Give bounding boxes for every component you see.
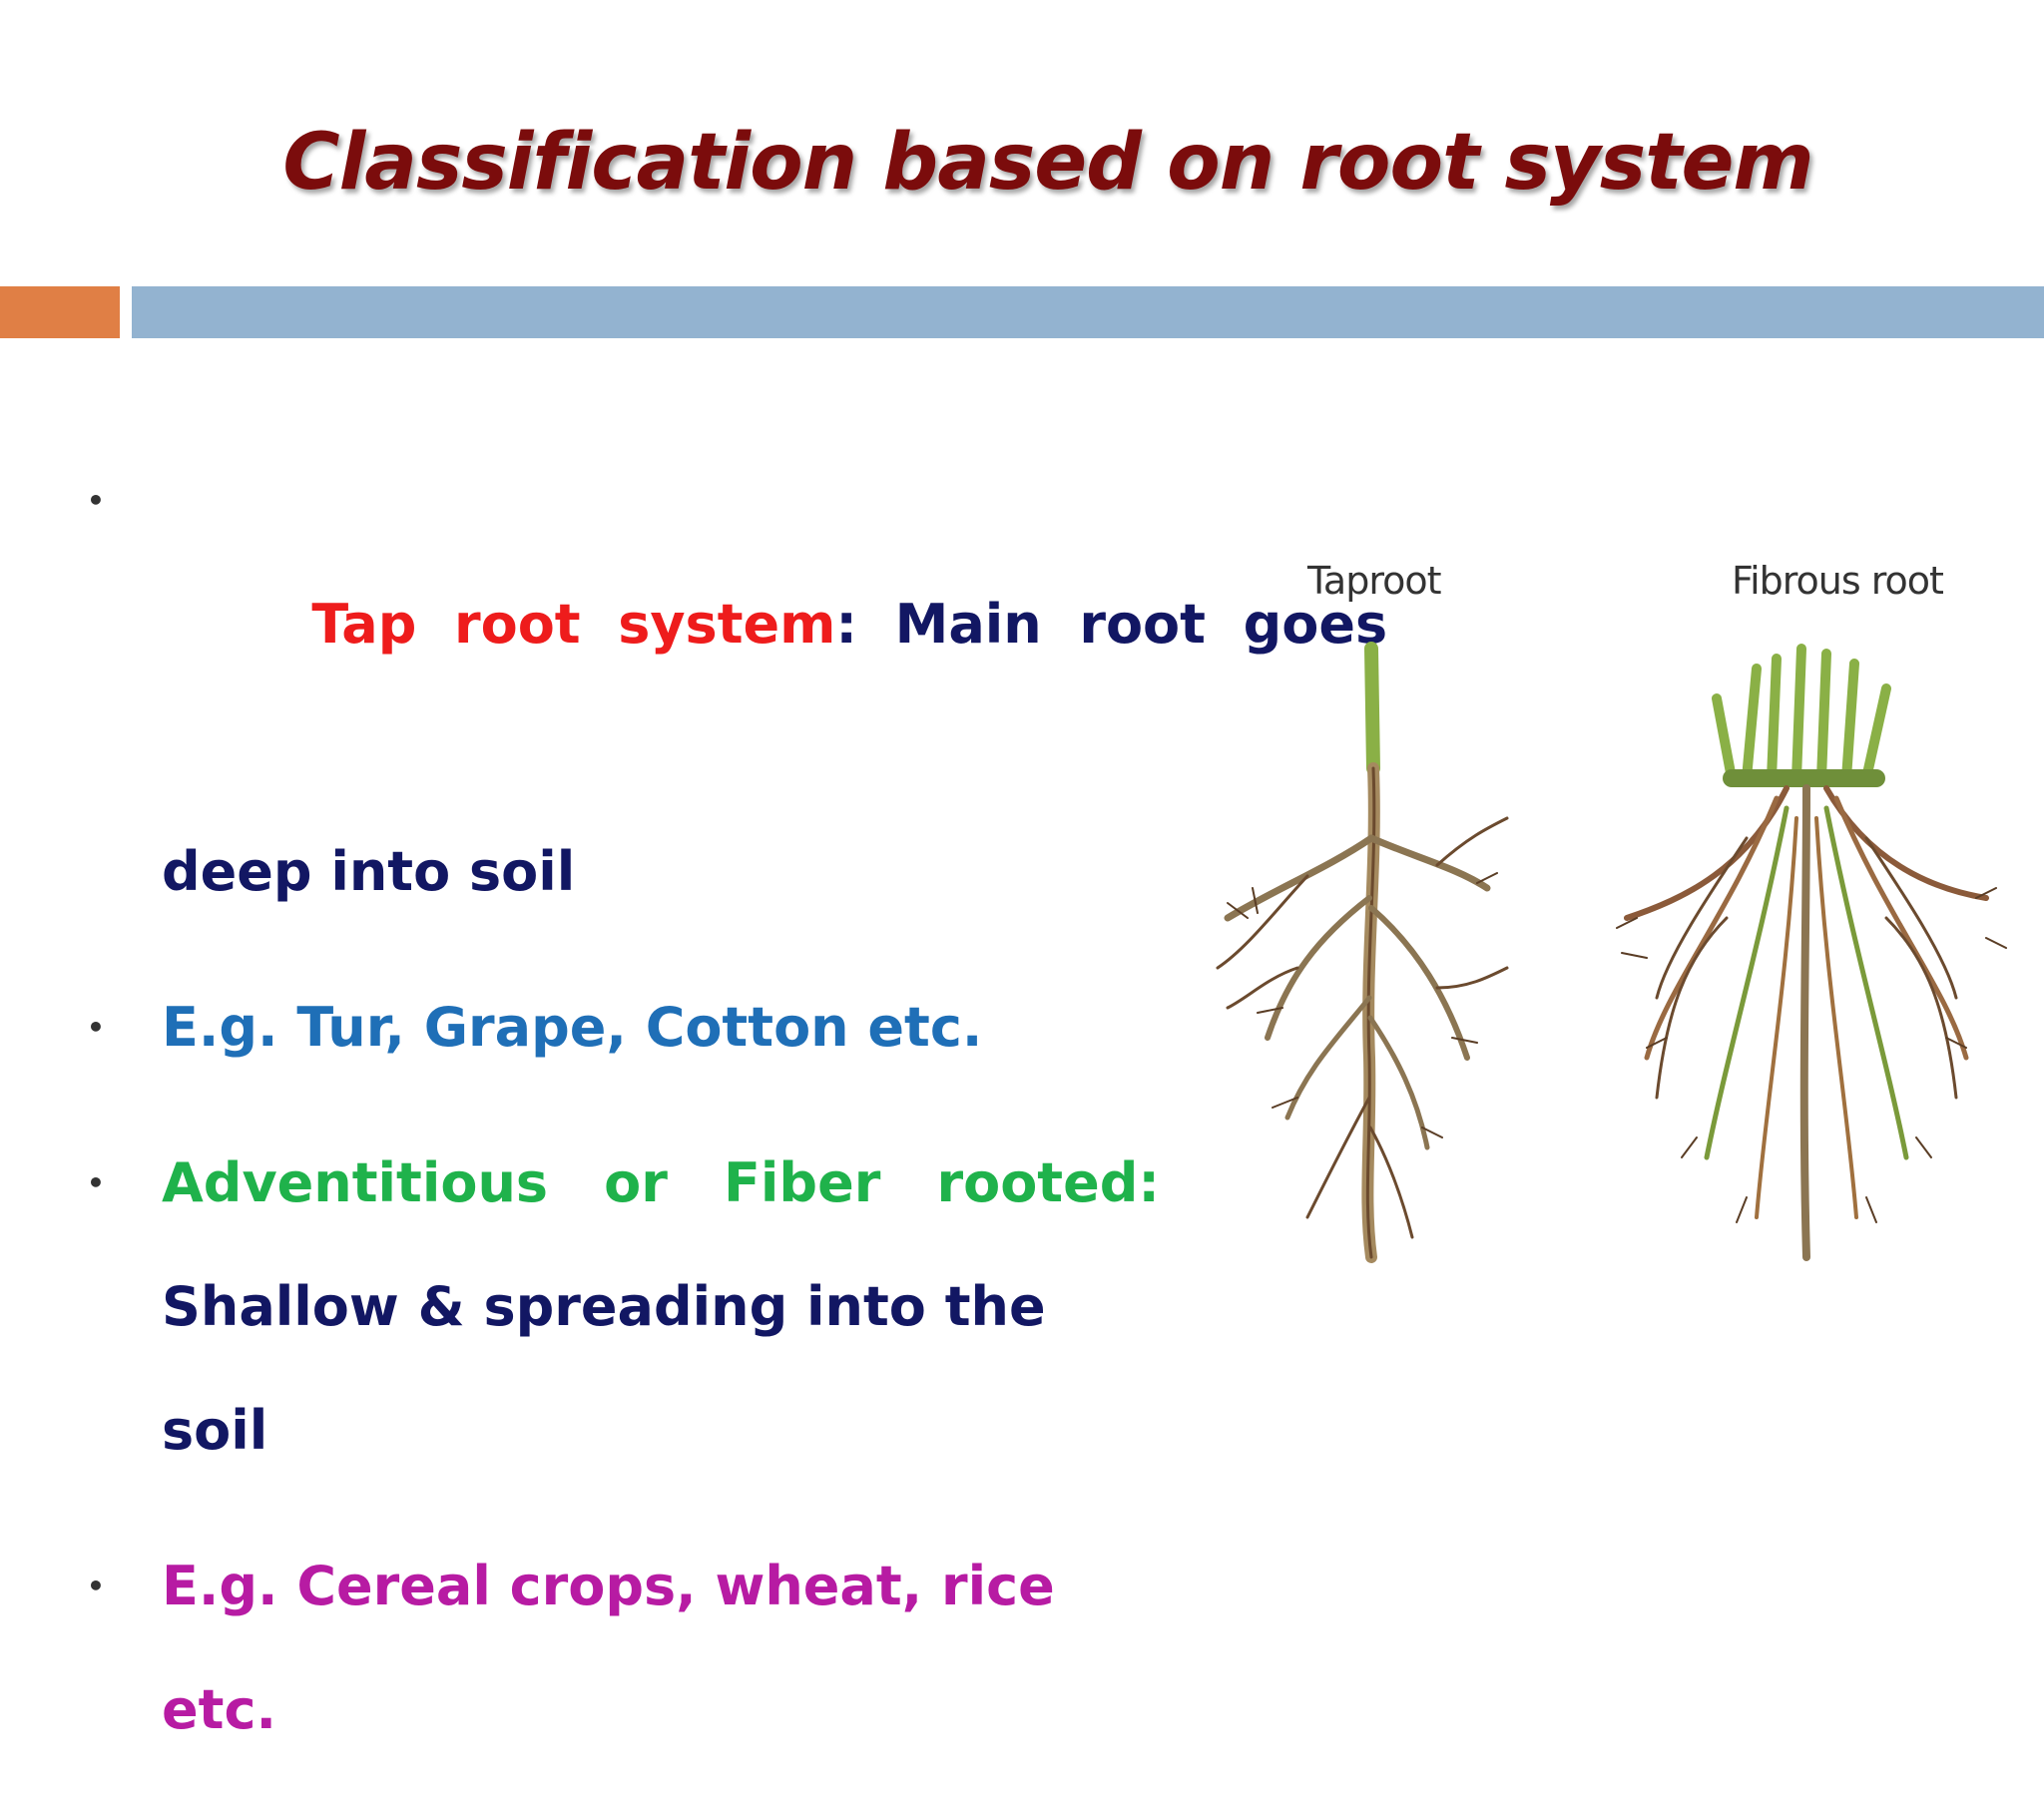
fibrous-root-drawing	[1616, 644, 2007, 1261]
bullet-marker: •	[87, 1166, 105, 1199]
bullet-list: • Tap root system: Main root goes deep i…	[82, 439, 1387, 1804]
fibrous-word-1: Adventitious	[162, 1151, 549, 1214]
bullet-tap-root-examples: • E.g. Tur, Grape, Cotton etc.	[82, 966, 1160, 1090]
fibrous-root-term-line: Adventitious or Fiber rooted:	[162, 1122, 1160, 1245]
bullet-marker: •	[87, 1570, 105, 1602]
tap-root-definition: : Main root goes	[835, 593, 1388, 656]
bullet-tap-root: • Tap root system: Main root goes deep i…	[82, 439, 1387, 934]
root-comparison-illustration: Taproot Fibrous root	[1188, 539, 2044, 1297]
taproot-label: Taproot	[1307, 559, 1442, 603]
tap-root-term: Tap root system	[311, 593, 836, 656]
bullet-marker: •	[87, 484, 105, 517]
root-drawings	[1216, 642, 2007, 1263]
tap-root-continuation: deep into soil	[162, 840, 576, 903]
fibrous-root-examples-text: E.g. Cereal crops, wheat, rice etc.	[162, 1555, 1055, 1741]
taproot-drawing	[1216, 642, 1509, 1263]
fibrous-root-label: Fibrous root	[1732, 559, 1944, 603]
bullet-fibrous-root-examples: • E.g. Cereal crops, wheat, rice etc.	[82, 1525, 1160, 1772]
bullet-fibrous-root: • Adventitious or Fiber rooted: Shallow …	[82, 1122, 1160, 1493]
fibrous-word-4: rooted:	[936, 1151, 1160, 1214]
header-accent-blue-bar	[132, 286, 2044, 338]
header-accent-orange-bar	[0, 286, 120, 338]
slide-title: Classification based on root system	[282, 118, 1813, 208]
fibrous-word-3: Fiber	[724, 1151, 881, 1214]
bullet-tap-root-line1: Tap root system: Main root goes	[162, 439, 1387, 810]
tap-root-examples-text: E.g. Tur, Grape, Cotton etc.	[162, 996, 983, 1059]
bullet-marker: •	[87, 1011, 105, 1044]
fibrous-word-2: or	[604, 1151, 668, 1214]
fibrous-root-continuation: Shallow & spreading into the soil	[162, 1275, 1046, 1462]
